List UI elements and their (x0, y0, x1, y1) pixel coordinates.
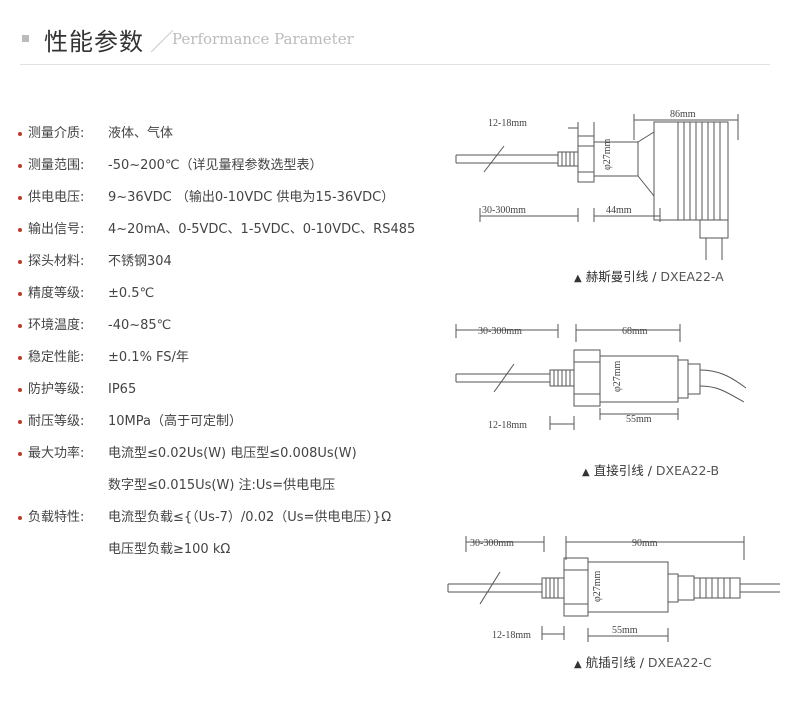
spec-label: 供电电压: (28, 190, 85, 205)
dim-label: 44mm (606, 205, 632, 216)
spec-label: 探头材料: (28, 254, 85, 269)
model-code: DXEA22-C (647, 655, 712, 670)
spec-value: ±0.1% FS/年 (108, 350, 189, 365)
dim-label: 68mm (622, 326, 648, 337)
spec-value: 10MPa（高于可定制） (108, 414, 242, 429)
spec-label: 稳定性能: (28, 350, 85, 365)
dim-label: 55mm (626, 414, 652, 425)
title-separator: ／ (150, 28, 174, 56)
spec-value: 液体、气体 (108, 126, 174, 141)
dim-label: 12-18mm (488, 118, 527, 129)
section-header: 性能参数 ／ Performance Parameter (0, 0, 790, 70)
diagram-b-drawing: φ27mm 30-300mm 68mm 12-18mm 55mm (455, 324, 747, 431)
spec-value: 电流型≤0.02Us(W) 电压型≤0.008Us(W) (108, 446, 357, 461)
bullet-icon (18, 420, 22, 424)
diagram-c-drawing: φ27mm 30-300mm 90mm 12-18mm 55mm (447, 536, 780, 642)
caption-text: 直接引线 (593, 463, 644, 478)
svg-text:φ27mm: φ27mm (592, 570, 603, 602)
diagram-a-drawing: φ27mm 12-18mm 86mm 30-300mm 44mm (455, 109, 739, 260)
bullet-icon (18, 452, 22, 456)
diagram-c-caption: ▲航插引线 / DXEA22-C (574, 655, 712, 670)
spec-label: 最大功率: (28, 446, 85, 461)
svg-text:φ27mm: φ27mm (602, 138, 613, 170)
bullet-icon (18, 228, 22, 232)
spec-label: 精度等级: (28, 286, 85, 301)
spec-label: 环境温度: (28, 318, 85, 333)
diagram-b-caption: ▲直接引线 / DXEA22-B (582, 463, 720, 478)
bullet-icon (18, 516, 22, 520)
spec-value: ±0.5℃ (108, 286, 155, 301)
spec-value: 不锈钢304 (108, 254, 172, 269)
svg-text:φ27mm: φ27mm (612, 360, 623, 392)
bullet-icon (18, 164, 22, 168)
bullet-icon (18, 260, 22, 264)
spec-value: 电流型负载≤{（Us-7）/0.02（Us=供电电压）}Ω (108, 510, 392, 525)
triangle-up-icon: ▲ (582, 467, 590, 478)
spec-label: 测量介质: (28, 126, 85, 141)
spec-value: 9~36VDC （输出0-10VDC 供电为15-36VDC） (108, 190, 395, 205)
bullet-icon (18, 324, 22, 328)
header-square-icon (22, 35, 29, 42)
model-code: DXEA22-B (655, 463, 720, 478)
spec-label: 负载特性: (28, 510, 85, 525)
dim-label: 30-300mm (470, 538, 514, 549)
spec-label: 测量范围: (28, 158, 85, 173)
bullet-icon (18, 132, 22, 136)
dim-label: 12-18mm (492, 630, 531, 641)
spec-value: -50~200℃（详见量程参数选型表） (108, 158, 323, 173)
section-subtitle: Performance Parameter (172, 30, 354, 48)
dim-label: 12-18mm (488, 420, 527, 431)
triangle-up-icon: ▲ (574, 659, 582, 670)
spec-value: 4~20mA、0-5VDC、1-5VDC、0-10VDC、RS485 (108, 222, 416, 237)
dim-label: 86mm (670, 109, 696, 120)
caption-text: 赫斯曼引线 (585, 269, 649, 284)
spec-label: 防护等级: (28, 382, 85, 397)
dim-label: 30-300mm (478, 326, 522, 337)
triangle-up-icon: ▲ (574, 273, 582, 284)
section-title: 性能参数 (44, 28, 144, 56)
diagram-a-caption: ▲赫斯曼引线 / DXEA22-A (574, 269, 724, 284)
bullet-icon (18, 388, 22, 392)
bullet-icon (18, 196, 22, 200)
header-divider (20, 64, 770, 65)
caption-text: 航插引线 (585, 655, 636, 670)
dim-label: 90mm (632, 538, 658, 549)
dim-label: 55mm (612, 625, 638, 636)
dim-label: 30-300mm (482, 205, 526, 216)
spec-value: 电压型负载≥100 kΩ (108, 542, 231, 557)
spec-label: 输出信号: (28, 222, 85, 237)
spec-value: -40~85℃ (108, 318, 172, 333)
spec-value: 数字型≤0.015Us(W) 注:Us=供电电压 (108, 478, 336, 493)
bullet-icon (18, 356, 22, 360)
spec-value: IP65 (108, 382, 137, 397)
spec-label: 耐压等级: (28, 414, 85, 429)
model-code: DXEA22-A (660, 269, 724, 284)
bullet-icon (18, 292, 22, 296)
